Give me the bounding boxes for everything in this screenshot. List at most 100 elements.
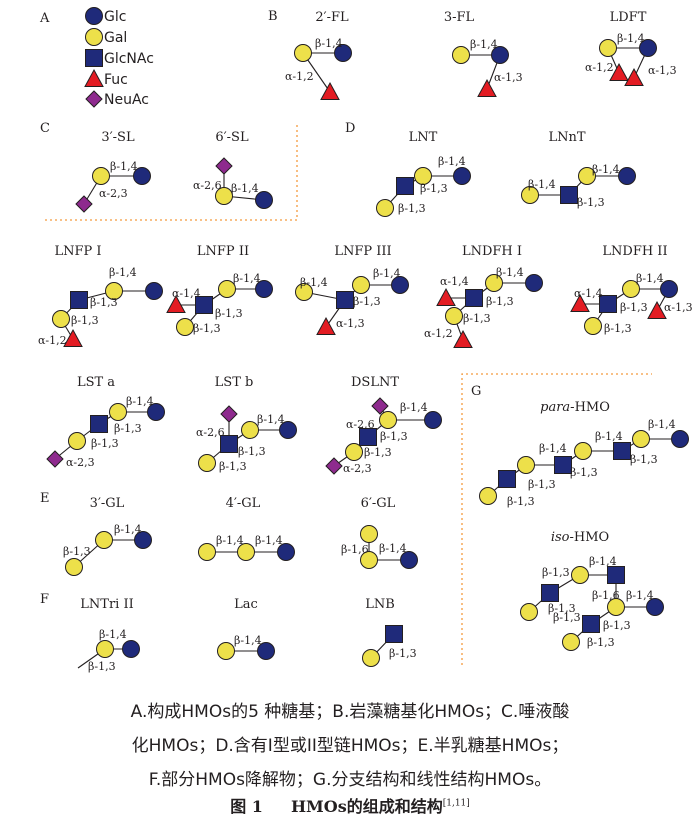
legend-label: Gal — [104, 30, 127, 46]
linkage-label: β-1,3 — [398, 202, 426, 215]
gal-icon — [345, 443, 363, 461]
glc-icon — [257, 642, 275, 660]
linkage-label: β-1,3 — [603, 619, 631, 632]
glc-icon — [491, 46, 509, 64]
linkage-label: α-2,6 — [196, 426, 225, 439]
structure-name: 6′-GL — [361, 496, 396, 511]
gal-icon — [362, 649, 380, 667]
panel-letter: E — [40, 491, 50, 506]
gal-icon — [599, 39, 617, 57]
fuc-icon — [84, 68, 104, 87]
name-suffix: -HMO — [569, 530, 609, 545]
linkage-label: α-2,3 — [66, 456, 95, 469]
fuc-icon — [320, 81, 340, 100]
name-suffix: -HMO — [570, 400, 610, 415]
gal-icon — [218, 280, 236, 298]
linkage-label: β-1,3 — [528, 478, 556, 491]
glc-icon — [133, 167, 151, 185]
linkage-label: β-1,4 — [595, 430, 623, 443]
neuac-icon — [371, 397, 389, 415]
linkage-label: β-1,4 — [109, 266, 137, 279]
linkage-label: β-1,4 — [648, 418, 676, 431]
gal-icon — [109, 403, 127, 421]
linkage-label: β-1,4 — [539, 442, 567, 455]
figure-reference: [1,11] — [442, 798, 470, 809]
fuc-icon — [477, 78, 497, 97]
linkage-label: α-1,4 — [172, 287, 201, 300]
structure-name: 3′-SL — [101, 130, 135, 145]
neuac-icon — [46, 450, 64, 468]
gal-icon — [562, 633, 580, 651]
structure-name: LST b — [215, 375, 254, 390]
glc-icon — [671, 430, 689, 448]
linkage-label: β-1,3 — [587, 636, 615, 649]
linkage-label: β-1,3 — [364, 446, 392, 459]
gal-icon — [237, 543, 255, 561]
name-prefix: para — [540, 400, 570, 415]
linkage-label: β-1,4 — [617, 32, 645, 45]
legend-label: Fuc — [104, 72, 128, 88]
linkage-label: β-1,4 — [592, 163, 620, 176]
fuc-icon — [609, 62, 629, 81]
gal-icon — [360, 551, 378, 569]
figure-title-text: HMOs的组成和结构 — [290, 797, 443, 816]
linkage-label: β-1,4 — [315, 37, 343, 50]
neuac-icon — [85, 90, 103, 108]
glc-icon — [334, 44, 352, 62]
linkage-label: β-1,3 — [389, 647, 417, 660]
glcnac-icon — [607, 566, 625, 584]
legend-label: NeuAc — [104, 92, 149, 108]
structure-name: para-HMO — [540, 400, 610, 415]
glc-icon — [255, 280, 273, 298]
linkage-label: β-1,4 — [255, 534, 283, 547]
panel-letter: B — [268, 9, 278, 24]
legend-label: GlcNAc — [104, 51, 154, 67]
gal-icon — [96, 640, 114, 658]
glcnac-icon — [560, 186, 578, 204]
fuc-icon — [316, 316, 336, 335]
fuc-icon — [166, 294, 186, 313]
linkage-label: α-1,2 — [585, 61, 614, 74]
structure-name: 6′-SL — [215, 130, 249, 145]
glcnac-icon — [70, 291, 88, 309]
linkage-label: β-1,4 — [470, 38, 498, 51]
gal-icon — [241, 421, 259, 439]
gal-icon — [215, 187, 233, 205]
linkage-label: β-1,3 — [620, 301, 648, 314]
glc-icon — [147, 403, 165, 421]
glc-icon — [453, 167, 471, 185]
glcnac-icon — [90, 415, 108, 433]
linkage-label: β-1,3 — [604, 322, 632, 335]
gal-icon — [414, 167, 432, 185]
glc-icon — [660, 280, 678, 298]
caption-line-3: F.部分HMOs降解物；G.分支结构和线性结构HMOs。 — [148, 770, 552, 790]
glc-icon — [122, 640, 140, 658]
linkage-label: α-1,3 — [648, 64, 677, 77]
linkage-label: β-1,4 — [114, 523, 142, 536]
glc-icon — [279, 421, 297, 439]
linkage-label: β-1,6 — [592, 589, 620, 602]
structure-name: DSLNT — [351, 375, 399, 390]
gal-icon — [176, 318, 194, 336]
glcnac-icon — [220, 435, 238, 453]
linkage-label: α-2,3 — [343, 462, 372, 475]
linkage-label: β-1,4 — [626, 589, 654, 602]
structure-name: LNT — [409, 130, 438, 145]
structure-name: LNDFH I — [462, 244, 522, 259]
gal-icon — [571, 566, 589, 584]
fuc-icon — [436, 287, 456, 306]
linkage-label: α-2,6 — [346, 418, 375, 431]
linkage-label: β-1,4 — [400, 401, 428, 414]
neuac-icon — [215, 157, 233, 175]
glcnac-icon — [336, 291, 354, 309]
linkage-label: α-1,2 — [285, 70, 314, 83]
linkage-label: β-1,4 — [216, 534, 244, 547]
linkage-label: β-1,4 — [234, 634, 262, 647]
structure-name: LST a — [77, 375, 115, 390]
name-prefix: iso — [551, 530, 570, 545]
structure-name: LDFT — [610, 10, 647, 25]
glc-icon — [134, 531, 152, 549]
structure-name: 3-FL — [444, 10, 475, 25]
legend-label: Glc — [104, 9, 126, 25]
linkage-label: β-1,3 — [353, 295, 381, 308]
